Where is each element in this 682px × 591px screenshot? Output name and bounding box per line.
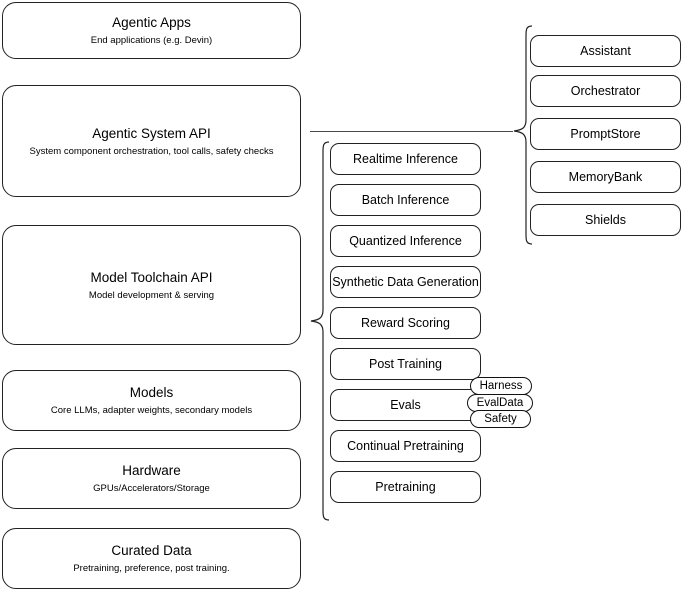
layer-title: Curated Data xyxy=(111,543,192,558)
system-item-shields[interactable]: Shields xyxy=(530,204,681,236)
item-label: Realtime Inference xyxy=(353,151,458,166)
toolchain-item-quantized-inference[interactable]: Quantized Inference xyxy=(330,225,481,257)
item-label: Orchestrator xyxy=(570,83,641,98)
item-label: MemoryBank xyxy=(568,169,643,184)
layer-title: Agentic Apps xyxy=(112,15,191,30)
layer-box-agentic-system-api[interactable]: Agentic System API System component orch… xyxy=(2,85,301,197)
item-label: Quantized Inference xyxy=(349,233,462,248)
brace-system-components xyxy=(513,25,533,245)
toolchain-item-evals[interactable]: Evals xyxy=(330,389,481,421)
layer-subtitle: Core LLMs, adapter weights, secondary mo… xyxy=(50,405,253,416)
layer-box-agentic-apps[interactable]: Agentic Apps End applications (e.g. Devi… xyxy=(2,2,301,59)
pill-label: Safety xyxy=(484,413,517,425)
toolchain-item-pretraining[interactable]: Pretraining xyxy=(330,471,481,503)
item-label: Continual Pretraining xyxy=(347,438,464,453)
system-item-orchestrator[interactable]: Orchestrator xyxy=(530,75,681,107)
item-label: Synthetic Data Generation xyxy=(332,274,479,289)
system-item-assistant[interactable]: Assistant xyxy=(530,35,681,67)
layer-subtitle: Pretraining, preference, post training. xyxy=(73,563,230,574)
layer-title: Models xyxy=(129,385,174,400)
item-label: PromptStore xyxy=(570,126,641,141)
toolchain-item-post-training[interactable]: Post Training xyxy=(330,348,481,380)
layer-box-model-toolchain-api[interactable]: Model Toolchain API Model development & … xyxy=(2,225,301,345)
connector-system-api-to-components xyxy=(310,131,513,132)
item-label: Assistant xyxy=(580,43,631,58)
item-label: Post Training xyxy=(369,356,442,371)
eval-pill-safety[interactable]: Safety xyxy=(470,410,531,428)
layer-subtitle: GPUs/Accelerators/Storage xyxy=(93,483,210,494)
layer-subtitle: End applications (e.g. Devin) xyxy=(90,35,213,46)
layer-subtitle: Model development & serving xyxy=(88,289,215,301)
item-label: Batch Inference xyxy=(361,192,450,207)
toolchain-item-batch-inference[interactable]: Batch Inference xyxy=(330,184,481,216)
system-item-memorybank[interactable]: MemoryBank xyxy=(530,161,681,193)
brace-toolchain xyxy=(310,141,330,521)
toolchain-item-reward-scoring[interactable]: Reward Scoring xyxy=(330,307,481,339)
item-label: Reward Scoring xyxy=(361,315,450,330)
pill-label: EvalData xyxy=(476,397,524,409)
eval-pill-harness[interactable]: Harness xyxy=(470,377,532,395)
layer-box-curated-data[interactable]: Curated Data Pretraining, preference, po… xyxy=(2,528,301,589)
toolchain-item-realtime-inference[interactable]: Realtime Inference xyxy=(330,143,481,175)
layer-box-models[interactable]: Models Core LLMs, adapter weights, secon… xyxy=(2,370,301,431)
item-label: Shields xyxy=(585,212,626,227)
eval-pill-evaldata[interactable]: EvalData xyxy=(467,394,533,412)
pill-label: Harness xyxy=(479,380,523,392)
layer-box-hardware[interactable]: Hardware GPUs/Accelerators/Storage xyxy=(2,448,301,509)
layer-title: Hardware xyxy=(122,463,181,478)
layer-title: Agentic System API xyxy=(92,125,211,141)
item-label: Pretraining xyxy=(375,479,436,494)
system-item-promptstore[interactable]: PromptStore xyxy=(530,118,681,150)
item-label: Evals xyxy=(390,397,421,412)
toolchain-item-continual-pretraining[interactable]: Continual Pretraining xyxy=(330,430,481,462)
layer-subtitle: System component orchestration, tool cal… xyxy=(29,145,274,157)
toolchain-item-synthetic-data-generation[interactable]: Synthetic Data Generation xyxy=(330,266,481,298)
layer-title: Model Toolchain API xyxy=(90,269,213,285)
